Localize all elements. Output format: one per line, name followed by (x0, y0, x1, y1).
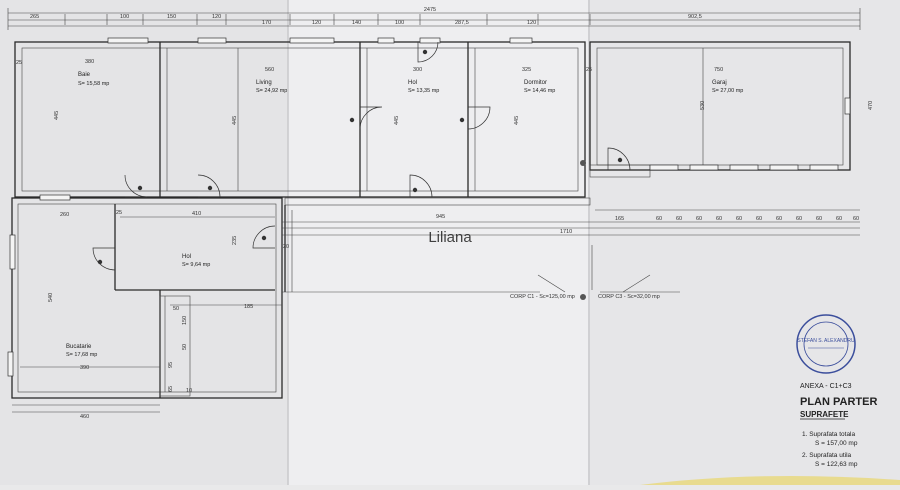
top-dimension-lines (7, 8, 861, 30)
dim-total-top: 2475 (424, 7, 436, 13)
surface-item-label: 2. Suprafata utila (802, 452, 852, 459)
windows (7, 37, 851, 377)
dim-right-series: 60 (853, 216, 859, 222)
room-area-baie: S= 15,58 mp (78, 81, 109, 87)
doors (92, 41, 631, 300)
dim-right-series: 60 (696, 216, 702, 222)
dim-left-series: 20 (283, 244, 289, 250)
plan-title: PLAN PARTER (800, 396, 877, 408)
dim-corridor: 945 (436, 214, 445, 220)
dim-height: 445 (394, 116, 400, 125)
surface-item-value: S = 157,00 mp (815, 440, 858, 447)
room-area-hol-mid: S= 9,64 mp (182, 262, 210, 268)
dim-right-series: 60 (796, 216, 802, 222)
surface-item-label: 1. Suprafata totala (802, 431, 856, 438)
dim-small: 95 (168, 362, 174, 368)
watermark-text: Liliana (428, 229, 472, 246)
dim-left-series: 25 (16, 60, 22, 66)
dim-height: 445 (54, 111, 60, 120)
dim-top: 120 (312, 20, 321, 26)
dim-small: 50 (173, 306, 179, 312)
room-area-bucatarie: S= 17,68 mp (66, 352, 97, 358)
dim-right-series: 60 (776, 216, 782, 222)
suprafete-heading: SUPRAFETE (800, 410, 849, 419)
dim-inner: 380 (85, 59, 94, 65)
dim-top: 100 (395, 20, 404, 26)
paper-panel-right (588, 0, 900, 485)
dim-inner: 325 (522, 67, 531, 73)
dim-inner: 300 (413, 67, 422, 73)
dim-top: 150 (167, 14, 176, 20)
dim-bucatarie-inner: 390 (80, 365, 89, 371)
dim-small: 150 (182, 316, 188, 325)
dim-top: 902,5 (688, 14, 702, 20)
room-name-living: Living (256, 80, 272, 86)
walls-lower-block (11, 197, 283, 413)
dim-top: 170 (262, 20, 271, 26)
dim-small: 50 (182, 344, 188, 350)
dim-height: 445 (514, 116, 520, 125)
dim-inner: 560 (265, 67, 274, 73)
dim-long: 1710 (560, 229, 572, 235)
dim-hol-mid: 410 (192, 211, 201, 217)
dim-small: 65 (168, 386, 174, 392)
dim-left-series: 25 (116, 210, 122, 216)
dim-right-series: 165 (615, 216, 624, 222)
dim-right-series: 60 (756, 216, 762, 222)
stamp-text: STEFAN S. ALEXANDRU (797, 338, 855, 344)
corridor-lines (170, 197, 860, 306)
dim-top: 100 (120, 14, 129, 20)
dim-right-series: 60 (656, 216, 662, 222)
room-name-bucatarie: Bucatarie (66, 344, 92, 350)
table-edge (640, 476, 900, 485)
corp-label: CORP C1 - Sc=125,00 mp (510, 294, 575, 300)
room-name-dormitor: Dormitor (524, 80, 547, 86)
room-area-dormitor: S= 14,46 mp (524, 88, 555, 94)
paper-panel-middle (288, 0, 590, 485)
dim-height: 540 (48, 293, 54, 302)
dim-right-series: 60 (736, 216, 742, 222)
dim-left-series: 25 (586, 67, 592, 73)
room-name-hol-top: Hol (408, 80, 417, 86)
dim-top: 287,5 (455, 20, 469, 26)
dim-small: 10 (186, 388, 192, 394)
surface-item-value: S = 122,63 mp (815, 461, 858, 468)
dim-step: 185 (244, 304, 253, 310)
dim-top: 120 (212, 14, 221, 20)
dim-right-series: 60 (716, 216, 722, 222)
dim-right-series: 60 (676, 216, 682, 222)
dim-top: 120 (527, 20, 536, 26)
room-name-baie: Baie (78, 72, 91, 78)
dim-height: 470 (868, 101, 874, 110)
dim-right-series: 60 (816, 216, 822, 222)
stamp-seal: STEFAN S. ALEXANDRU (796, 314, 856, 374)
dim-height: 235 (232, 236, 238, 245)
room-area-garaj: S= 27,00 mp (712, 88, 743, 94)
dim-bottom-width: 460 (80, 414, 89, 420)
anexa-label: ANEXA - C1+C3 (800, 383, 852, 390)
dim-bucatarie-width: 260 (60, 212, 69, 218)
corp-label: CORP C3 - Sc=32,00 mp (598, 294, 660, 300)
dim-height: 530 (700, 101, 706, 110)
room-area-hol-top: S= 13,35 mp (408, 88, 439, 94)
dim-inner: 750 (714, 67, 723, 73)
dim-top: 140 (352, 20, 361, 26)
room-name-garaj: Garaj (712, 80, 727, 86)
dim-right-series: 60 (836, 216, 842, 222)
paper-panel-left (0, 0, 290, 485)
room-area-living: S= 24,92 mp (256, 88, 287, 94)
room-name-hol-mid: Hol (182, 254, 191, 260)
dim-top: 265 (30, 14, 39, 20)
dim-height: 445 (232, 116, 238, 125)
